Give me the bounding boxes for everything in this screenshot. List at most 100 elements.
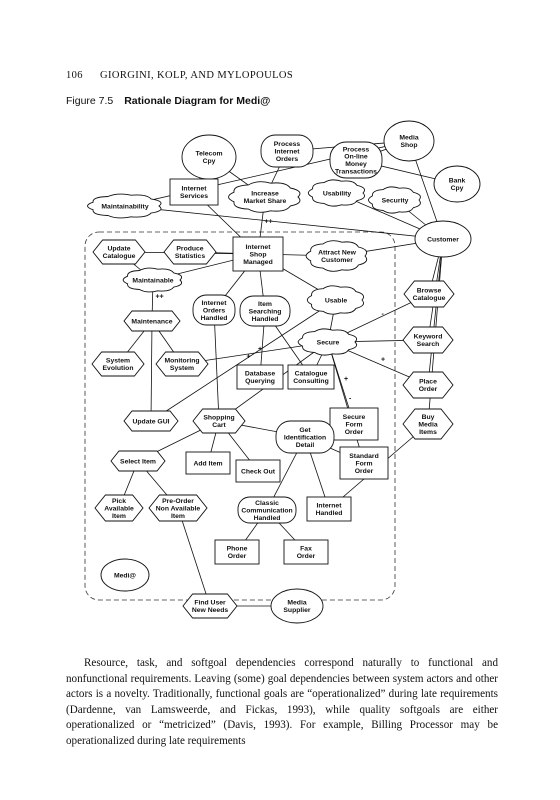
node-shape xyxy=(228,181,301,213)
node-shape xyxy=(368,186,421,214)
node-shape xyxy=(92,239,146,265)
node-shape xyxy=(403,280,455,308)
contribution-label: + xyxy=(381,357,385,364)
dependency-link xyxy=(124,205,444,240)
node-maintainability-top: Maintainability xyxy=(87,193,162,219)
node-label: Communication xyxy=(241,507,292,514)
node-label: Usability xyxy=(323,190,352,197)
node-label: Cpy xyxy=(451,185,464,192)
node-label: Pre-Order xyxy=(162,498,194,505)
node-label: Produce xyxy=(176,246,203,253)
node-label: Search xyxy=(417,341,440,348)
node-label: Orders xyxy=(276,156,299,163)
node-label: Check Out xyxy=(241,468,276,475)
node-shape xyxy=(339,446,389,480)
dependency-link xyxy=(213,309,220,422)
node-update-gui: Update GUI xyxy=(123,410,179,432)
node-label: Bank xyxy=(449,178,466,185)
node-label: Monitoring xyxy=(164,358,199,365)
node-label: Media xyxy=(399,135,418,142)
node-shape xyxy=(297,328,358,356)
node-label: System xyxy=(170,365,194,372)
node-label: System xyxy=(106,358,130,365)
node-label: Maintainable xyxy=(132,277,173,284)
node-label: Item xyxy=(258,301,272,308)
node-label: Form xyxy=(356,460,373,467)
figure-caption: Figure 7.5 Rationale Diagram for Medi@ xyxy=(66,95,270,107)
contribution-label: ++ xyxy=(156,294,164,301)
node-shape xyxy=(235,459,281,483)
node-usable: Usable xyxy=(306,285,364,315)
node-label: Place xyxy=(419,379,437,386)
node-medi-at: Medi@ xyxy=(100,558,150,592)
node-label: Handled xyxy=(252,316,279,323)
node-label: Pick xyxy=(112,498,126,505)
running-head: 106 GIORGINI, KOLP, AND MYLOPOULOS xyxy=(66,70,293,81)
node-shape xyxy=(305,240,368,272)
node-label: Find User xyxy=(194,600,226,607)
node-shape xyxy=(306,496,352,522)
node-shape xyxy=(287,364,335,390)
node-label: Classic xyxy=(255,500,279,507)
node-shape xyxy=(329,407,379,441)
node-security: Security xyxy=(368,186,421,214)
node-customer: Customer xyxy=(414,220,472,258)
node-shape xyxy=(260,134,314,168)
contribution-label: - xyxy=(349,396,352,403)
node-label: Statistics xyxy=(175,253,205,260)
node-label: Phone xyxy=(227,546,248,553)
node-label: Item xyxy=(112,513,126,520)
node-label: Money xyxy=(345,161,367,168)
node-label: Media xyxy=(418,421,437,428)
dependency-link xyxy=(150,320,153,422)
node-select-item: Select Item xyxy=(110,450,166,472)
node-label: Standard xyxy=(349,453,378,460)
node-shape xyxy=(270,588,324,624)
figure-number: Figure 7.5 xyxy=(66,95,114,107)
node-label: Orders xyxy=(203,307,226,314)
node-label: On-line xyxy=(344,154,368,161)
node-shape xyxy=(283,539,329,565)
node-label: Querying xyxy=(245,378,275,385)
node-label: Evolution xyxy=(103,365,134,372)
node-label: Get xyxy=(299,427,311,434)
node-shape xyxy=(148,494,208,522)
node-shape xyxy=(329,141,383,179)
node-shape xyxy=(110,450,166,472)
node-label: Buy xyxy=(422,414,435,421)
node-label: Secure xyxy=(317,339,340,346)
node-label: Attract New xyxy=(318,250,356,257)
node-label: New Needs xyxy=(192,607,228,614)
node-label: Cart xyxy=(212,422,226,429)
node-shape xyxy=(182,593,238,619)
node-shape xyxy=(214,539,260,565)
node-shape xyxy=(122,267,183,293)
node-secure: Secure xyxy=(297,328,358,356)
node-maintenance: Maintenance xyxy=(123,310,181,332)
node-label: Internet xyxy=(317,503,343,510)
node-label: Form xyxy=(346,421,363,428)
node-maintainable: Maintainable xyxy=(122,267,183,293)
node-label: Process xyxy=(274,141,301,148)
node-shape xyxy=(100,558,150,592)
page-number: 106 xyxy=(66,70,83,81)
node-usability: Usability xyxy=(307,179,365,207)
body-paragraph: Resource, task, and softgoal dependencie… xyxy=(66,656,498,750)
node-label: Security xyxy=(382,197,409,204)
node-label: Medi@ xyxy=(114,572,136,579)
node-label: Supplier xyxy=(283,607,311,614)
paragraph-1: Resource, task, and softgoal dependencie… xyxy=(66,657,498,747)
node-label: Add Item xyxy=(193,460,222,467)
running-head-authors: GIORGINI, KOLP, AND MYLOPOULOS xyxy=(99,70,294,81)
